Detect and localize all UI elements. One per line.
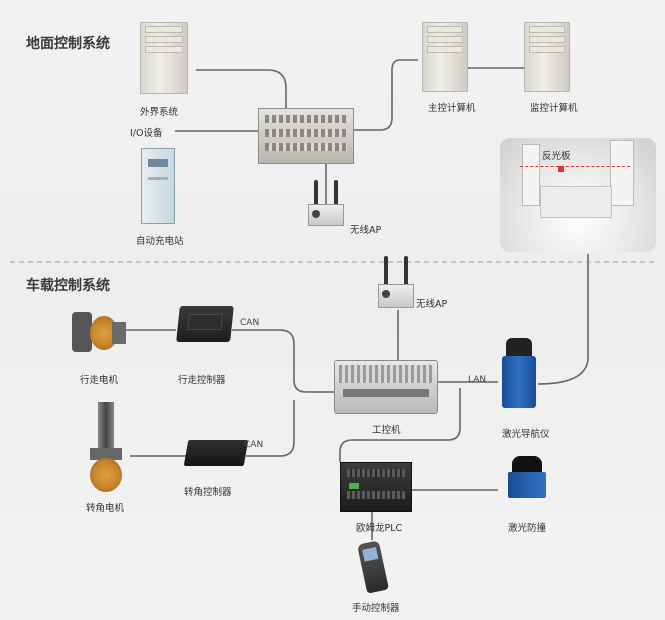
drive-motor[interactable]	[72, 308, 126, 356]
steer-controller-label: 转角控制器	[184, 487, 232, 498]
can-label-1: CAN	[240, 318, 260, 328]
lan-label: LAN	[468, 375, 487, 385]
vehicle-section-title: 车载控制系统	[26, 278, 110, 294]
reflector-label: 反光板	[542, 151, 571, 162]
line-external-switch	[196, 69, 287, 112]
line-steerctrl-ipc	[246, 400, 295, 457]
wireless-ap-ground-label: 无线AP	[350, 225, 382, 236]
drive-motor-label: 行走电机	[80, 375, 119, 386]
line-ctrl-ipc	[232, 329, 334, 393]
drive-controller[interactable]	[176, 306, 234, 342]
wireless-ap-ground[interactable]	[306, 180, 344, 228]
reflector-scene	[500, 138, 656, 252]
omron-plc[interactable]	[340, 462, 412, 512]
charging-station[interactable]	[141, 148, 175, 224]
ground-section-title: 地面控制系统	[26, 36, 110, 52]
industrial-pc-label: 工控机	[372, 425, 401, 436]
external-system-pc[interactable]	[140, 22, 188, 94]
wireless-ap-vehicle[interactable]	[376, 256, 414, 310]
laser-guard[interactable]	[508, 456, 546, 500]
steer-motor-label: 转角电机	[86, 503, 125, 514]
omron-plc-label: 欧姆龙PLC	[356, 523, 403, 534]
line-ipc-plc	[339, 388, 461, 462]
line-switch-main	[352, 59, 418, 131]
main-computer-label: 主控计算机	[428, 103, 476, 114]
industrial-pc[interactable]	[334, 360, 438, 414]
main-computer[interactable]	[422, 22, 468, 92]
external-system-label: 外界系统	[140, 107, 179, 118]
steer-motor[interactable]	[86, 402, 126, 494]
wireless-ap-vehicle-label: 无线AP	[416, 299, 448, 310]
network-switch[interactable]	[258, 108, 354, 164]
laser-navigator[interactable]	[500, 338, 538, 412]
io-device-label: I/O设备	[130, 128, 163, 139]
steer-controller[interactable]	[183, 440, 249, 466]
monitor-computer[interactable]	[524, 22, 570, 92]
laser-navigator-label: 激光导航仪	[502, 429, 550, 440]
handheld-controller-label: 手动控制器	[352, 603, 400, 614]
can-label-2: CAN	[244, 440, 264, 450]
line-lidar-reflector	[537, 254, 589, 385]
drive-controller-label: 行走控制器	[178, 375, 226, 386]
charging-station-label: 自动充电站	[136, 236, 184, 247]
monitor-computer-label: 监控计算机	[530, 103, 578, 114]
laser-guard-label: 激光防撞	[508, 523, 547, 534]
